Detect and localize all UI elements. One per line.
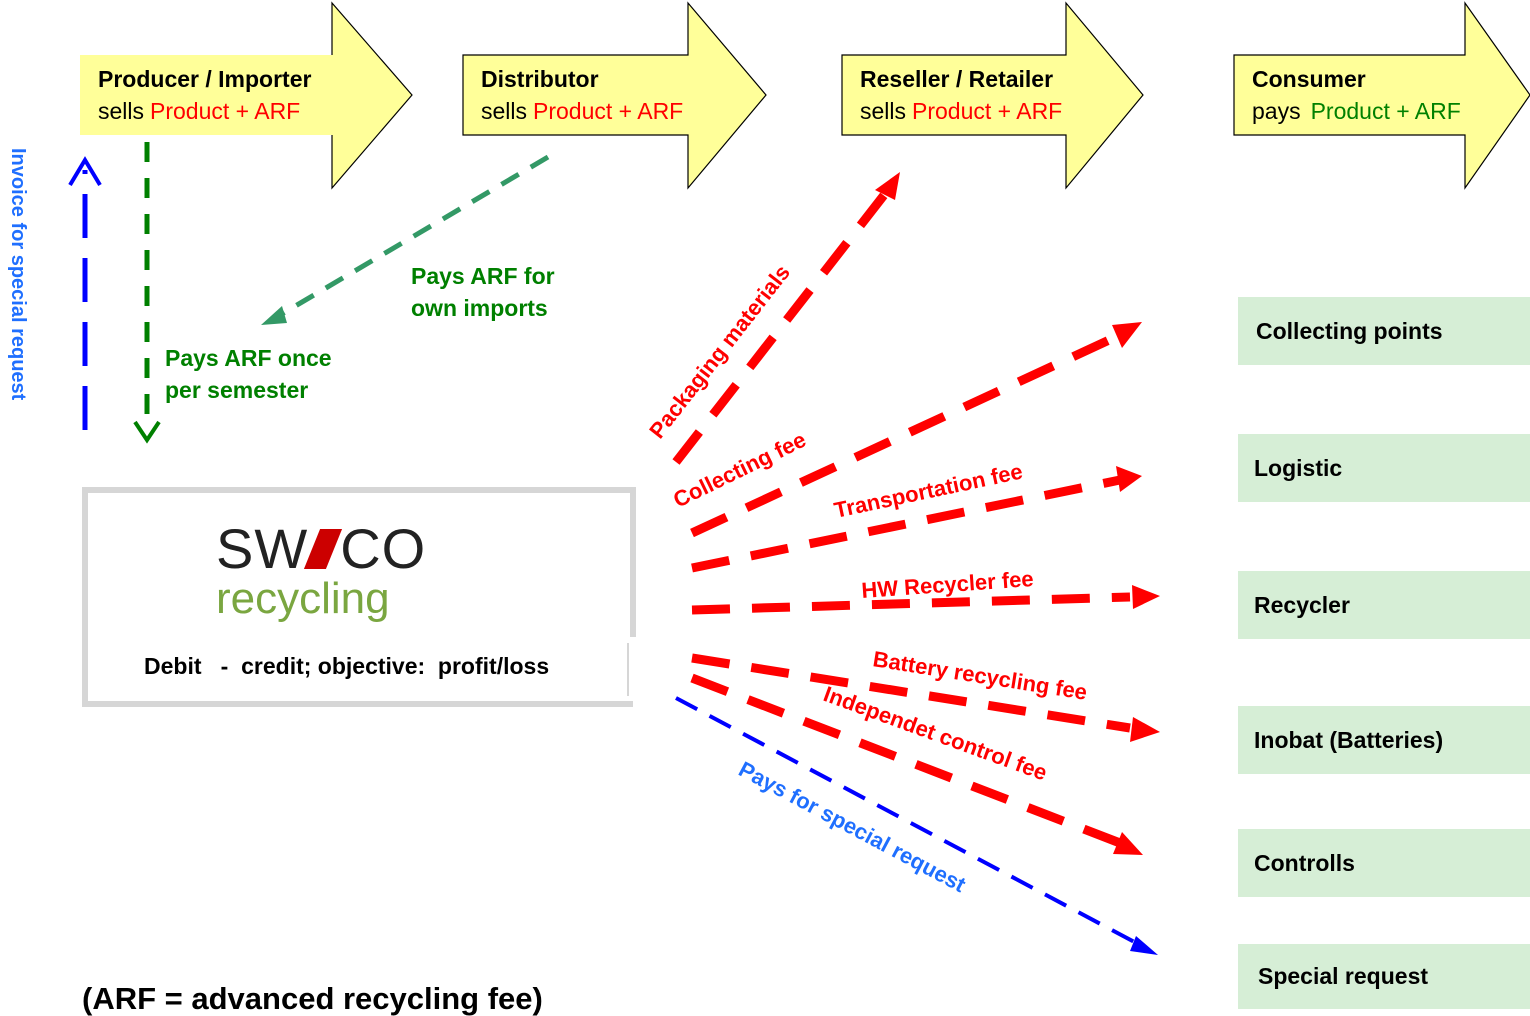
control-fee-arrow [690,673,1122,848]
swico-logo-co: CO [340,517,427,580]
target-label: Special request [1258,963,1429,989]
distributor-name: Distributor [481,66,599,92]
battery-fee-arrow-head [1130,717,1160,742]
target-inobat: Inobat (Batteries) [1238,706,1530,774]
distributor-payment-arrow [273,154,550,321]
fee-label-transportation: Transportation fee [832,459,1025,523]
box-border-right [630,487,636,637]
distributor-arrow [462,1,767,190]
invoice-arrow-head [68,156,102,187]
target-recycler: Recycler [1238,571,1530,639]
box-border-right-lower [627,643,629,696]
producer-payment-label-line1: Pays ARF once [165,345,332,371]
distributor-payment-label-line2: own imports [411,295,548,321]
arf-footnote: (ARF = advanced recycling fee) [82,981,543,1016]
collecting-fee-arrow-head [1112,322,1142,348]
invoice-side-label: Invoice for special request [7,148,29,401]
target-label: Logistic [1254,454,1343,481]
producer-payment-arrow-head [133,420,161,444]
reseller-arrow [841,1,1144,190]
hw-recycler-fee-arrow [691,592,1131,615]
target-controlls: Controlls [1238,829,1530,897]
swico-logo-recycling: recycling [216,574,390,623]
transportation-fee-arrow-head [1116,466,1142,492]
consumer-name: Consumer [1252,66,1366,92]
producer-arrow [80,1,413,190]
swico-logo-sw: SW [216,517,309,580]
distributor-payment-label-line1: Pays ARF for [411,263,555,289]
fee-label-packaging: Packaging materials [644,260,795,443]
producer-payment-label-line2: per semester [165,377,308,403]
battery-fee-arrow [691,653,1131,733]
account-caption: Debit - credit; objective: profit/loss [144,653,550,679]
target-label: Controlls [1254,849,1355,876]
target-label: Inobat (Batteries) [1254,726,1444,753]
distributor-payment-arrow-head [261,306,287,325]
target-special-request: Special request [1238,944,1530,1009]
target-label: Recycler [1254,591,1350,618]
reseller-name: Reseller / Retailer [860,66,1053,92]
control-fee-arrow-head [1113,832,1143,855]
packaging-fee-arrow [672,187,892,465]
consumer-arrow [1233,1,1530,190]
target-collecting-points: Collecting points [1238,297,1530,365]
special-request-arrow [675,696,1141,947]
collecting-fee-arrow [690,330,1122,538]
transportation-fee-arrow [691,475,1121,573]
producer-name: Producer / Importer [98,66,311,92]
target-label: Collecting points [1256,317,1443,344]
target-logistic: Logistic [1238,434,1530,502]
packaging-fee-arrow-head [875,172,900,200]
fee-label-special-request: Pays for special request [735,756,971,897]
hw-recycler-fee-arrow-head [1132,585,1160,609]
swico-logo-slash [304,529,343,569]
special-request-arrow-head [1130,936,1158,955]
